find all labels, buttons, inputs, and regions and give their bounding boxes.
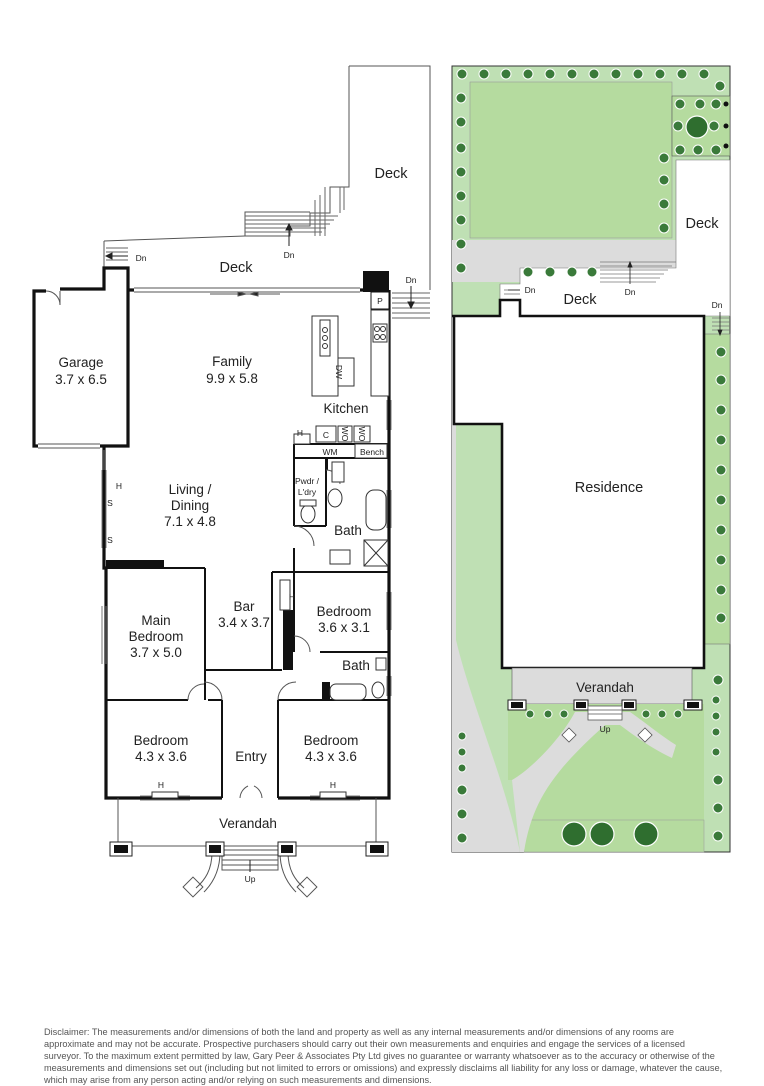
family-size: 9.9 x 5.8 — [206, 371, 258, 386]
fridge-h-label: H — [297, 428, 303, 438]
site-plan-labels: Deck Deck Dn Dn Dn Residence Verandah Up — [525, 216, 723, 734]
site-verandah-steps — [561, 705, 653, 743]
driveway-top — [452, 240, 676, 282]
kitchen-name: Kitchen — [323, 401, 368, 416]
residence-outline — [452, 298, 706, 670]
trees — [561, 115, 709, 847]
floor-plan: Deck Deck Dn Dn Dn P Garage 3.7 x 6.5 Fa… — [32, 65, 431, 898]
wall-block-living — [106, 560, 164, 568]
kitchen-fixtures — [279, 309, 390, 701]
living-size: 7.1 x 4.8 — [164, 514, 216, 529]
site-up-label: Up — [600, 724, 611, 734]
deck-dn-label: Dn — [284, 250, 295, 260]
cupboard-c-label: C — [323, 430, 329, 440]
powder-name-1: Pwdr / — [295, 476, 320, 486]
back-lawn — [469, 81, 673, 239]
sliding-door-family — [134, 287, 360, 297]
bar-h-label: H — [289, 592, 295, 602]
wall-block-bar — [283, 610, 293, 670]
verandah-posts — [109, 841, 389, 857]
bench-label: Bench — [360, 447, 384, 457]
garage-door-opening — [38, 290, 100, 449]
verandah-up-label: Up — [245, 874, 256, 884]
site-deck-dn-label: Dn — [625, 287, 636, 297]
living-name-2: Dining — [171, 498, 209, 513]
washing-machine-label: WM — [322, 447, 337, 457]
floor-plan-labels: Deck Deck Dn Dn Dn P Garage 3.7 x 6.5 Fa… — [55, 166, 417, 884]
driveway — [452, 282, 520, 852]
site-deck-label-upper: Deck — [685, 216, 719, 232]
site-verandah-label: Verandah — [576, 680, 634, 695]
bedroom-front-right-name: Bedroom — [304, 733, 359, 748]
site-left-dn-label: Dn — [525, 285, 536, 295]
bar-name: Bar — [233, 599, 255, 614]
powder-name-2: L'dry — [298, 487, 317, 497]
wall-block-bath — [322, 682, 330, 700]
bedroom-right-size: 3.6 x 3.1 — [318, 620, 370, 635]
windows — [101, 400, 392, 801]
shrubs — [455, 68, 727, 844]
family-name: Family — [212, 354, 252, 369]
garage-name: Garage — [58, 355, 103, 370]
pantry-p-box — [370, 291, 390, 310]
site-arrows — [508, 260, 723, 337]
deck-label: Deck — [219, 260, 253, 276]
front-path — [512, 712, 676, 852]
bedroom-right-name: Bedroom — [317, 604, 372, 619]
verandah-label: Verandah — [219, 816, 277, 831]
site-verandah-posts — [507, 699, 703, 711]
disclaimer-text: Disclaimer: The measurements and/or dime… — [44, 1027, 723, 1086]
bedroom-front-left-name: Bedroom — [134, 733, 189, 748]
bath2-name: Bath — [342, 658, 370, 673]
living-name-1: Living / — [169, 482, 212, 497]
site-right-dn-label: Dn — [712, 300, 723, 310]
main-bedroom-name-2: Bedroom — [129, 629, 184, 644]
front-verandah — [110, 798, 380, 898]
dishwasher-label: DW — [334, 365, 344, 379]
upper-deck — [103, 65, 431, 319]
right-dn-label: Dn — [406, 275, 417, 285]
site-deck-label-lower: Deck — [563, 292, 597, 308]
front-right-heater-h: H — [330, 780, 336, 790]
chimney-block — [363, 271, 389, 292]
garage-size: 3.7 x 6.5 — [55, 372, 107, 387]
shelf-s-label-2: S — [107, 535, 113, 545]
site-deck-steps — [504, 261, 730, 331]
residence-label: Residence — [575, 480, 644, 496]
shelf-s-label-1: S — [107, 498, 113, 508]
pantry-label: P — [377, 296, 383, 306]
wall-oven-label-2: WO — [357, 427, 367, 442]
wall-oven-label-1: WO — [340, 427, 350, 442]
bedroom-front-left-size: 4.3 x 3.6 — [135, 749, 187, 764]
left-dn-label: Dn — [136, 253, 147, 263]
heater-h-label: H — [116, 481, 122, 491]
site-verandah — [511, 667, 693, 705]
door-swings — [187, 469, 341, 799]
site-deck — [499, 159, 731, 317]
main-bedroom-size: 3.7 x 5.0 — [130, 645, 182, 660]
upper-deck-label: Deck — [374, 166, 408, 182]
stair-arrows — [104, 222, 415, 310]
black-dots — [723, 101, 729, 149]
main-bedroom-name-1: Main — [141, 613, 170, 628]
bar-size: 3.4 x 3.7 — [218, 615, 270, 630]
heaters — [151, 791, 347, 799]
front-left-heater-h: H — [158, 780, 164, 790]
bedroom-front-right-size: 4.3 x 3.6 — [305, 749, 357, 764]
bath-name: Bath — [334, 523, 362, 538]
site-plan: Deck Deck Dn Dn Dn Residence Verandah Up — [451, 65, 731, 853]
entry-name: Entry — [235, 749, 267, 764]
